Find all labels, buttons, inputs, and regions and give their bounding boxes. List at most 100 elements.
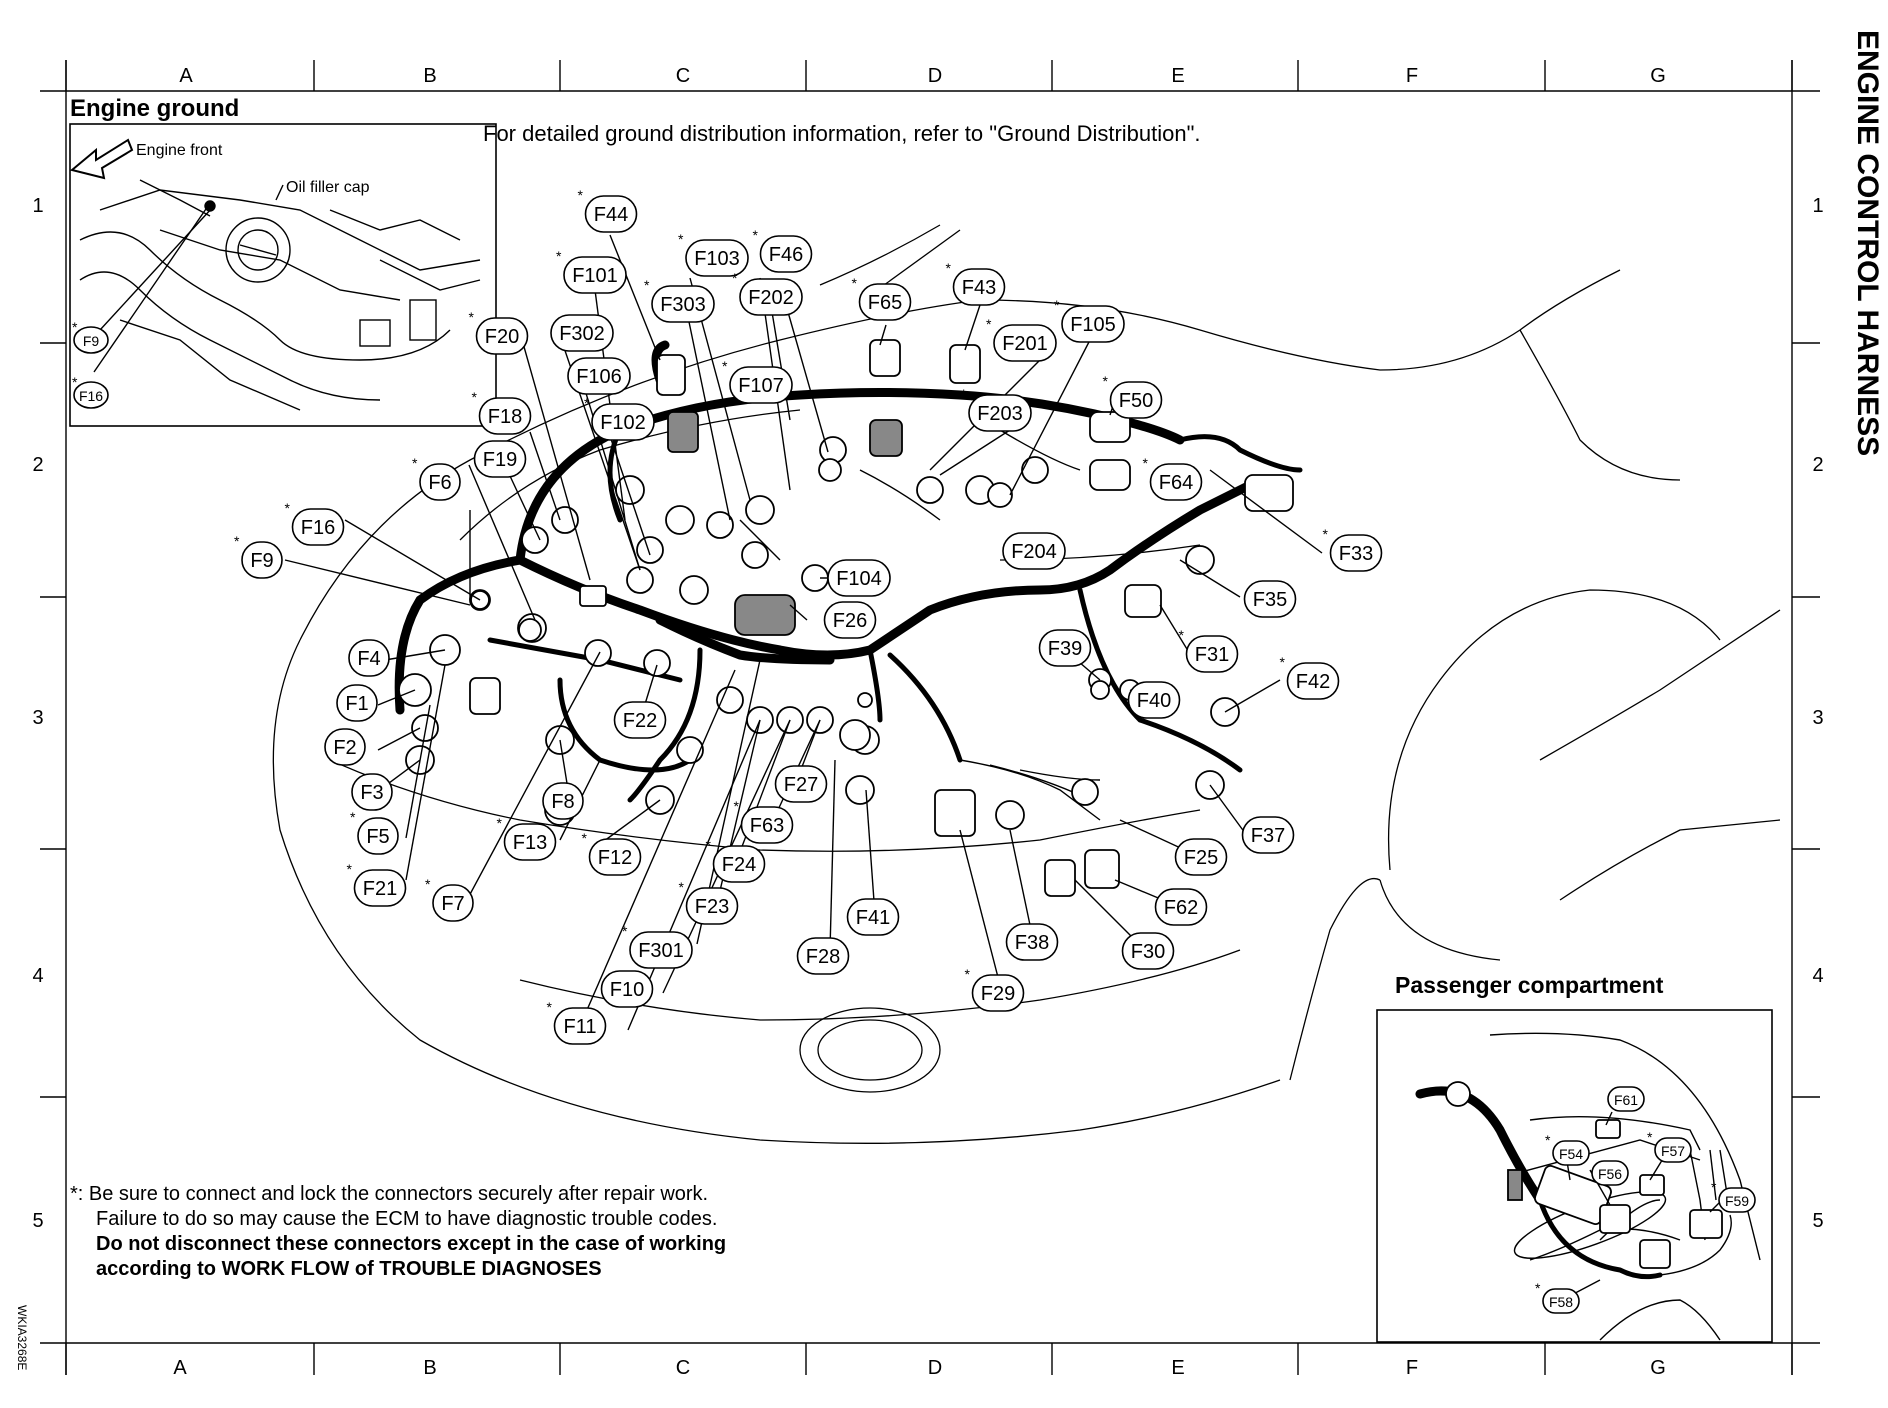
callout-f29[interactable]: F29* <box>965 966 1025 1012</box>
col-label: B <box>423 65 436 87</box>
svg-text:F105: F105 <box>1070 314 1116 336</box>
callout-f204[interactable]: F204 <box>1002 532 1066 570</box>
callout-f18[interactable]: F18* <box>472 389 532 435</box>
svg-text:*: * <box>1545 1132 1551 1148</box>
callout-f37[interactable]: F37 <box>1241 816 1295 854</box>
callout-f65[interactable]: F65 * <box>852 275 912 321</box>
svg-text:F9: F9 <box>250 550 273 572</box>
passenger-compartment-inset: Passenger compartment <box>1376 972 1773 1343</box>
callout-f7[interactable]: F7* <box>425 876 474 922</box>
callout-f44[interactable]: F44* <box>578 187 638 233</box>
callout-f9[interactable]: F9* <box>234 533 283 579</box>
callout-f31[interactable]: F31* <box>1179 627 1239 673</box>
callout-f50[interactable]: F50* <box>1103 373 1163 419</box>
callout-f21[interactable]: F21 * <box>347 861 407 907</box>
svg-text:F42: F42 <box>1296 671 1330 693</box>
svg-text:F106: F106 <box>576 366 622 388</box>
callout-f301[interactable]: F301* <box>622 923 693 969</box>
callout-f41[interactable]: F41 <box>846 898 900 936</box>
svg-text:*: * <box>347 861 353 877</box>
svg-text:F19: F19 <box>483 449 517 471</box>
callout-f43[interactable]: F43* <box>946 260 1006 306</box>
svg-text:*: * <box>285 500 291 516</box>
callout-f62[interactable]: F62 <box>1154 888 1208 926</box>
callout-f13[interactable]: F13* <box>497 815 557 861</box>
callout-f16[interactable]: F16* <box>285 500 345 546</box>
svg-text:F21: F21 <box>363 878 397 900</box>
svg-text:*: * <box>852 275 858 291</box>
callout-f1[interactable]: F1 <box>336 684 378 722</box>
callout-f59[interactable]: F59* <box>1711 1179 1756 1213</box>
svg-text:F33: F33 <box>1339 543 1373 565</box>
svg-text:F43: F43 <box>962 277 996 299</box>
svg-text:*: * <box>678 231 684 247</box>
engine-ground-inset: Engine ground Engine front Oil filler ca… <box>69 95 497 427</box>
callout-f10[interactable]: F10 <box>600 970 654 1008</box>
svg-text:F65: F65 <box>868 292 902 314</box>
inset-callout-f16[interactable]: F16 * <box>72 374 109 409</box>
callout-f12[interactable]: F12* <box>582 830 642 876</box>
callout-f4[interactable]: F4 <box>348 639 390 677</box>
callout-f6[interactable]: F6* <box>412 455 461 501</box>
callout-f19[interactable]: F19 <box>473 440 527 478</box>
callout-f58[interactable]: F58* <box>1535 1280 1580 1314</box>
callout-f8[interactable]: F8 <box>542 782 584 820</box>
callout-f102[interactable]: F102* <box>584 395 655 441</box>
callout-f106[interactable]: F106 <box>567 357 631 395</box>
callout-layer: F44*F101*F103*F46*F303*F202*F65*F43*F20*… <box>234 187 1383 1045</box>
row-label: 1 <box>1812 195 1823 217</box>
svg-text:*: * <box>1647 1129 1653 1145</box>
svg-text:F25: F25 <box>1184 847 1218 869</box>
callout-f203[interactable]: F203* <box>961 386 1032 432</box>
callout-f61[interactable]: F61 <box>1607 1086 1645 1112</box>
callout-f38[interactable]: F38 <box>1005 923 1059 961</box>
callout-f46[interactable]: F46* <box>753 227 813 273</box>
callout-f11[interactable]: F11* <box>547 999 607 1045</box>
callout-f57[interactable]: F57* <box>1647 1129 1692 1163</box>
svg-text:F64: F64 <box>1159 472 1193 494</box>
callout-f63[interactable]: F63* <box>734 798 794 844</box>
callout-f64[interactable]: F64* <box>1143 455 1203 501</box>
callout-f3[interactable]: F3 <box>351 773 393 811</box>
svg-text:*: * <box>965 966 971 982</box>
svg-text:F104: F104 <box>836 568 882 590</box>
callout-f54[interactable]: F54* <box>1545 1132 1590 1166</box>
callout-f39[interactable]: F39 <box>1038 629 1092 667</box>
callout-f24[interactable]: F24* <box>706 837 766 883</box>
callout-f33[interactable]: F33* <box>1323 526 1383 572</box>
callout-f22[interactable]: F22 <box>613 701 667 739</box>
callout-f201[interactable]: F201* <box>986 316 1057 362</box>
callout-f202[interactable]: F202* <box>732 270 803 316</box>
callout-f28[interactable]: F28 <box>796 937 850 975</box>
callout-f26[interactable]: F26 <box>823 601 877 639</box>
callout-f20[interactable]: F20* <box>469 309 529 355</box>
callout-f27[interactable]: F27 <box>774 765 828 803</box>
row-label: 5 <box>32 1210 43 1232</box>
engine-ground-title: Engine ground <box>70 95 239 122</box>
svg-text:F46: F46 <box>769 244 803 266</box>
callout-f42[interactable]: F42* <box>1280 654 1340 700</box>
callout-f302[interactable]: F302 <box>550 314 614 352</box>
callout-f101[interactable]: F101* <box>556 248 627 294</box>
inset-callout-f9[interactable]: F9 * <box>72 319 109 354</box>
svg-text:F2: F2 <box>333 737 356 759</box>
callout-f105[interactable]: F105* <box>1054 297 1125 343</box>
callout-f40[interactable]: F40 <box>1127 681 1181 719</box>
callout-f5[interactable]: F5* <box>350 809 399 855</box>
callout-f2[interactable]: F2 <box>324 728 366 766</box>
svg-text:F5: F5 <box>366 826 389 848</box>
callout-f107[interactable]: F107* <box>722 358 793 404</box>
callout-f35[interactable]: F35 <box>1243 580 1297 618</box>
callout-f103[interactable]: F103* <box>678 231 749 277</box>
svg-text:*: * <box>584 395 590 411</box>
svg-text:F44: F44 <box>594 204 628 226</box>
callout-f25[interactable]: F25 <box>1174 838 1228 876</box>
callout-f23[interactable]: F23* <box>679 879 739 925</box>
callout-f104[interactable]: F104 <box>827 559 891 597</box>
svg-text:*: * <box>547 999 553 1015</box>
svg-text:F30: F30 <box>1131 941 1165 963</box>
col-label: A <box>173 1357 187 1379</box>
callout-f56[interactable]: F56 <box>1591 1160 1629 1186</box>
callout-f30[interactable]: F30 <box>1121 932 1175 970</box>
callout-f303[interactable]: F303* <box>644 277 715 323</box>
